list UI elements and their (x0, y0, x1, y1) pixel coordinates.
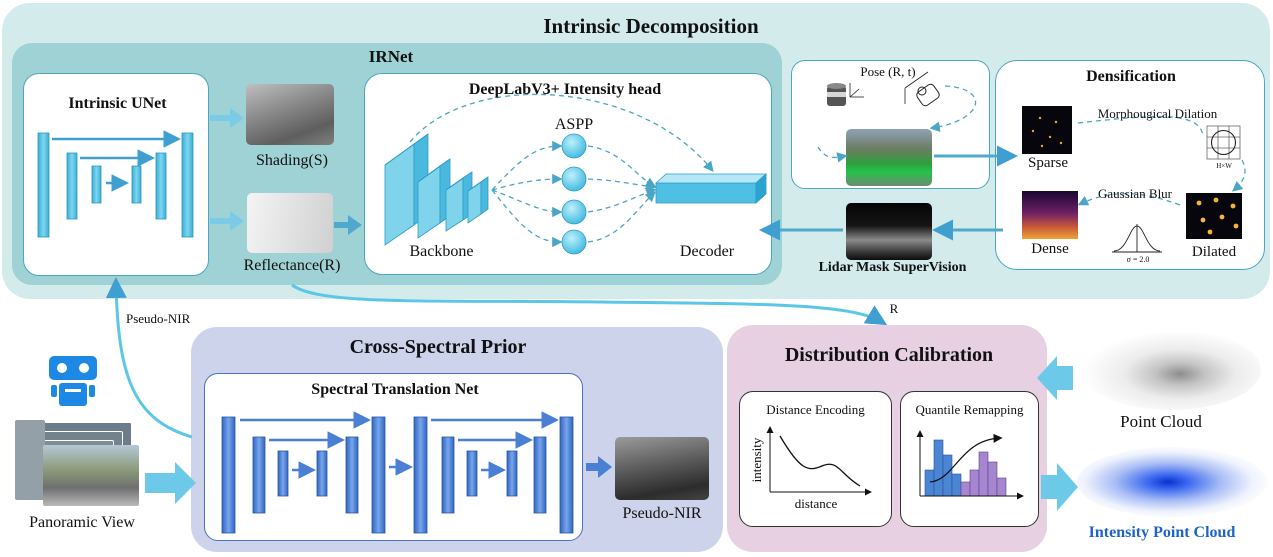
dilated-label: Dilated (1191, 244, 1237, 260)
pseudo-nir-image (615, 437, 709, 500)
reflectance-label: Reflectance(R) (243, 257, 341, 274)
shading-label: Shading(S) (256, 152, 328, 169)
lidar-mask-image (846, 203, 932, 260)
hw-label: H×W (1216, 162, 1232, 170)
intrinsic-decomposition-title: Intrinsic Decomposition (543, 14, 759, 38)
sigma-label: σ = 2.0 (1126, 255, 1150, 264)
spectral-net-box (204, 373, 583, 541)
distance-ylabel: intensity (749, 437, 764, 483)
backbone-label: Backbone (409, 243, 474, 260)
lidar-mask-supervision-label: Lidar Mask SuperVision (818, 260, 967, 275)
intrinsic-unet-graphic (37, 130, 194, 238)
point-cloud-image (1081, 330, 1261, 410)
point-cloud-label: Point Cloud (1120, 412, 1202, 431)
sparse-label: Sparse (1028, 155, 1068, 171)
intrinsic-unet-title: Intrinsic UNet (68, 95, 167, 112)
dense-image (1022, 191, 1078, 239)
densification-title: Densification (1086, 68, 1176, 85)
panoramic-view-label: Panoramic View (29, 514, 135, 531)
r-label: R (889, 301, 899, 316)
robot-icon (49, 356, 97, 406)
deeplab-title: DeepLabV3+ Intensity head (468, 81, 662, 98)
dense-label: Dense (1031, 241, 1069, 257)
irnet-title: IRNet (368, 47, 414, 66)
panoramic-view-image-main (43, 445, 139, 506)
pseudo-nir-arrow-label: Pseudo-NIR (126, 311, 191, 326)
quantile-remapping-box (900, 391, 1039, 527)
decoder-graphic (654, 173, 768, 204)
dilation-grid-icon (1206, 125, 1241, 160)
gaussian-blur-label: Gaussian Blur (1097, 186, 1173, 201)
dilated-points-graphic (1196, 197, 1239, 235)
intensity-point-cloud-image (1077, 447, 1267, 517)
spectral-net-graphic (221, 411, 574, 534)
gaussian-curve-icon (1112, 224, 1162, 253)
reflectance-image (247, 193, 333, 253)
distance-encoding-title: Distance Encoding (766, 402, 865, 417)
lidar-sensor-icon (827, 83, 864, 106)
morphological-dilation-label: Morphougical Dilation (1097, 106, 1218, 121)
panoramic-view-image-1 (15, 420, 45, 500)
spectral-net-title: Spectral Translation Net (311, 381, 479, 398)
shading-image (246, 84, 334, 145)
decoder-label: Decoder (679, 243, 735, 260)
camera-sensor-icon (904, 71, 940, 107)
distribution-calibration-title: Distribution Calibration (784, 344, 994, 366)
scene-green-lidar-image (846, 129, 932, 186)
distance-xlabel: distance (794, 496, 838, 511)
aspp-graphic (561, 133, 587, 255)
cross-spectral-title: Cross-Spectral Prior (349, 336, 527, 358)
distance-encoding-plot (766, 426, 872, 496)
quantile-remapping-title: Quantile Remapping (915, 402, 1024, 417)
sparse-points-graphic (1031, 116, 1063, 148)
pseudo-nir-output-label: Pseudo-NIR (622, 505, 702, 522)
backbone-graphic (384, 133, 489, 246)
sparse-image (1022, 106, 1072, 154)
aspp-label: ASPP (554, 116, 594, 133)
pose-label: Pose (R, t) (860, 64, 916, 79)
intensity-point-cloud-label: Intensity Point Cloud (1088, 524, 1236, 541)
quantile-remapping-histogram (916, 430, 1024, 500)
distance-encoding-box (739, 391, 892, 527)
